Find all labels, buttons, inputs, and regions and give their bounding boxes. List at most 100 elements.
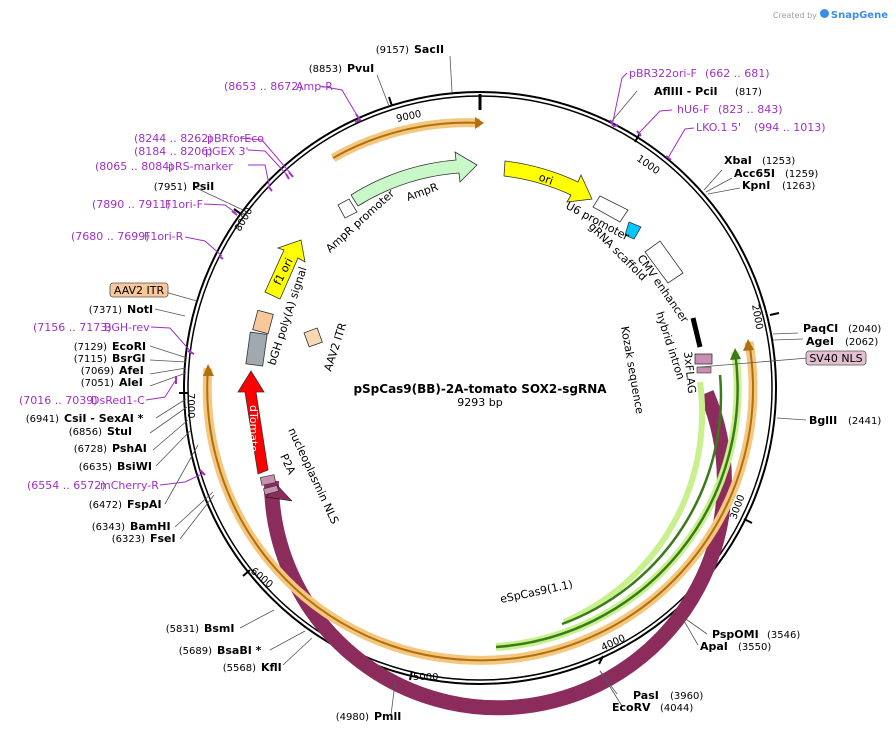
primer-f1ori-f[interactable]: F1ori-F — [165, 198, 203, 211]
flag-feature[interactable] — [690, 317, 703, 348]
site-afei[interactable]: AfeI — [119, 364, 144, 377]
site-bamhi[interactable]: BamHI — [130, 520, 171, 533]
primer-amp-r[interactable]: Amp-R — [296, 80, 333, 93]
site-pos-bsiwi: (6635) — [79, 462, 112, 473]
site-pos-bsrgi: (7115) — [74, 354, 107, 365]
primer-bgh-rev[interactable]: BGH-rev — [104, 321, 150, 334]
site-noti[interactable]: NotI — [127, 303, 153, 316]
site-bsabi[interactable]: BsaBI * — [217, 644, 262, 657]
site-afliii-pcii[interactable]: AflIII - PciI — [654, 85, 718, 98]
primer-f1ori-r[interactable]: F1ori-R — [144, 230, 184, 243]
created-by-text: Created by — [772, 11, 817, 20]
site-agei[interactable]: AgeI — [806, 335, 834, 348]
site-pos-sacii: (9157) — [376, 45, 409, 56]
bgh-feature[interactable] — [252, 309, 274, 335]
plasmid-name: pSpCas9(BB)-2A-tomato SOX2-sgRNA — [353, 382, 607, 396]
site-bglii[interactable]: BglII — [809, 414, 837, 427]
site-ecorv[interactable]: EcoRV — [612, 701, 651, 714]
site-csii-sexai[interactable]: CsiI - SexAI * — [64, 412, 144, 425]
site-bsrgi[interactable]: BsrGI — [112, 352, 145, 365]
site-pvui[interactable]: PvuI — [347, 62, 374, 75]
primer-pbrforeco[interactable]: pBRforEco — [207, 132, 264, 145]
aav2-itr-box[interactable] — [109, 282, 169, 298]
linker-feature — [696, 366, 712, 374]
primer-pos-pgex3: (8184 .. 8206) — [134, 145, 213, 158]
site-pos-fspai: (6472) — [89, 500, 122, 511]
site-alei[interactable]: AleI — [119, 376, 143, 389]
primer-pos-pbr322ori-f: (662 .. 681) — [705, 67, 770, 80]
site-fspai[interactable]: FspAI — [127, 498, 162, 511]
green-arc-2[interactable] — [561, 374, 723, 626]
site-pos-pvui: (8853) — [309, 64, 342, 75]
primer-hu6-f[interactable]: hU6-F — [677, 103, 709, 116]
site-xbai[interactable]: XbaI — [724, 154, 752, 167]
orange-arc-left[interactable] — [206, 367, 469, 661]
aav2-itr-inner-feature[interactable] — [303, 327, 323, 348]
snapgene-brand: SnapGene — [830, 10, 888, 21]
orange-arc-right-arrowhead — [743, 339, 754, 351]
p2a-feature[interactable] — [259, 474, 277, 486]
ampr-feature[interactable] — [350, 151, 478, 207]
site-acc65i[interactable]: Acc65I — [734, 167, 775, 180]
green-arc[interactable] — [495, 351, 739, 649]
primer-pos-lko1-5: (994 .. 1013) — [754, 121, 826, 134]
grna-scaffold-feature[interactable] — [624, 221, 642, 240]
flag-label: 3xFLAG — [681, 351, 698, 394]
site-pos-pasi: (3960) — [670, 691, 703, 702]
cmv-enhancer-feature[interactable] — [644, 240, 684, 284]
site-pos-alei: (7051) — [81, 378, 114, 389]
site-stui[interactable]: StuI — [107, 425, 132, 438]
site-pos-agei: (2062) — [845, 337, 878, 348]
site-pos-xbai: (1253) — [762, 156, 795, 167]
site-fsei[interactable]: FseI — [150, 532, 176, 545]
primer-pgex3[interactable]: pGEX 3' — [205, 145, 249, 158]
primer-marks — [175, 113, 672, 476]
site-bsiwi[interactable]: BsiWI — [117, 460, 152, 473]
espcas9-label: eSpCas9(1.1) — [499, 578, 574, 606]
site-pasi[interactable]: PasI — [633, 689, 659, 702]
site-pos-bamhi: (6343) — [92, 522, 125, 533]
primer-lko1-5[interactable]: LKO.1 5' — [696, 121, 741, 134]
site-ecori[interactable]: EcoRI — [112, 340, 146, 353]
green-arc-arrowhead — [730, 348, 741, 360]
nls-feature[interactable] — [263, 484, 279, 496]
u6-promoter-feature[interactable] — [592, 195, 629, 223]
site-sacii[interactable]: SacII — [414, 43, 444, 56]
f1-ori-feature[interactable] — [264, 239, 306, 300]
primer-pbr322ori-f[interactable]: pBR322ori-F — [629, 67, 697, 80]
primer-dsred1-c[interactable]: DsRed1-C — [91, 394, 145, 407]
ori-label: ori — [537, 171, 555, 188]
tick-4000: 4000 — [600, 633, 628, 654]
primer-mcherry-r[interactable]: mCherry-R — [100, 479, 159, 492]
site-pos-fsei: (6323) — [112, 534, 145, 545]
site-pos-bsabi: (5689) — [179, 646, 212, 657]
plasmid-length: 9293 bp — [457, 396, 502, 409]
site-psii[interactable]: PsiI — [192, 180, 214, 193]
restriction-site-labels: (9157) SacII (8853) PvuI (7951) PsiI (73… — [26, 43, 882, 723]
primer-pos-amp-r: (8653 .. 8672) — [224, 80, 303, 93]
site-pshai[interactable]: PshAI — [112, 442, 147, 455]
dtomato-feature[interactable] — [237, 370, 269, 475]
site-pmli[interactable]: PmlI — [374, 710, 401, 723]
sv40-nls-feature[interactable] — [694, 353, 713, 365]
snapgene-branding: Created by SnapGene — [773, 3, 888, 22]
ori-feature[interactable] — [503, 160, 593, 203]
site-pspomi[interactable]: PspOMI — [712, 628, 759, 641]
bgh-poly-feature[interactable] — [245, 331, 268, 367]
primer-pos-f1ori-f: (7890 .. 7911) — [92, 198, 171, 211]
site-pos-pmli: (4980) — [336, 712, 369, 723]
tick-7000: 7000 — [185, 393, 196, 418]
ampr-promoter-feature[interactable] — [337, 198, 358, 219]
site-paqci[interactable]: PaqCI — [803, 322, 838, 335]
site-bsmi[interactable]: BsmI — [204, 622, 235, 635]
site-kfli[interactable]: KflI — [261, 661, 282, 674]
primer-prs-marker[interactable]: pRS-marker — [168, 160, 233, 173]
site-kpni[interactable]: KpnI — [742, 179, 770, 192]
site-apai[interactable]: ApaI — [700, 640, 728, 653]
orange-arc-top[interactable] — [332, 121, 481, 159]
orange-arc-right[interactable] — [467, 341, 754, 662]
site-pos-apai: (3550) — [738, 642, 771, 653]
sv40-nls-box[interactable] — [805, 350, 867, 366]
site-pos-paqci: (2040) — [848, 324, 881, 335]
